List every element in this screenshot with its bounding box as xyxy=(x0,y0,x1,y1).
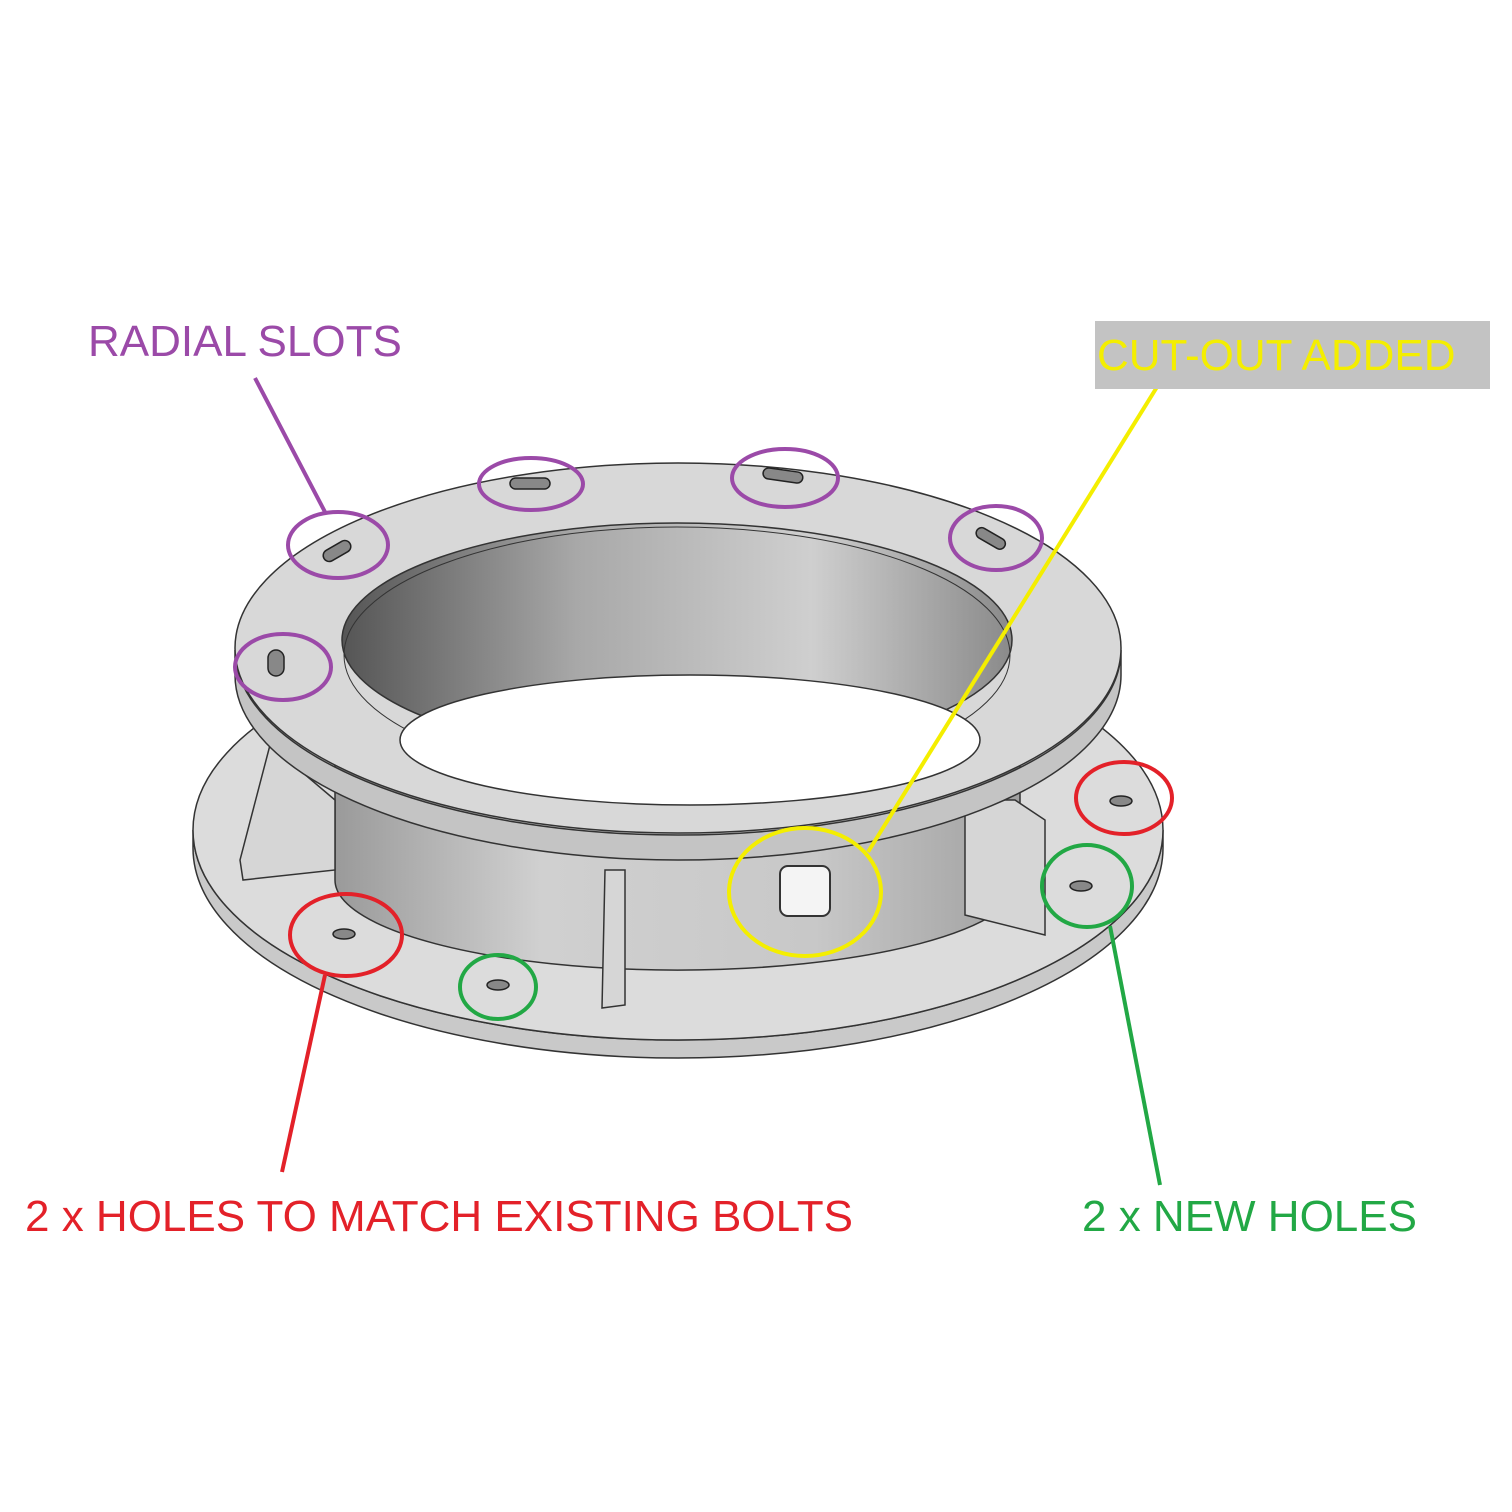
cut-out xyxy=(779,865,831,917)
new-hole-markers xyxy=(458,843,1162,1186)
cut-out-added-label: CUT-OUT ADDED xyxy=(1095,321,1490,389)
radial-slot-markers xyxy=(233,377,1044,702)
existing-hole-markers xyxy=(280,760,1174,1173)
cut-out-marker xyxy=(727,385,1159,958)
gussets xyxy=(239,743,1046,1009)
new-holes-label: 2 x NEW HOLES xyxy=(1082,1192,1417,1241)
top-flange xyxy=(234,462,1122,861)
existing-bolt-holes-label: 2 x HOLES TO MATCH EXISTING BOLTS xyxy=(25,1192,854,1241)
slots-and-holes xyxy=(267,467,1133,991)
radial-slots-label: RADIAL SLOTS xyxy=(88,317,402,366)
